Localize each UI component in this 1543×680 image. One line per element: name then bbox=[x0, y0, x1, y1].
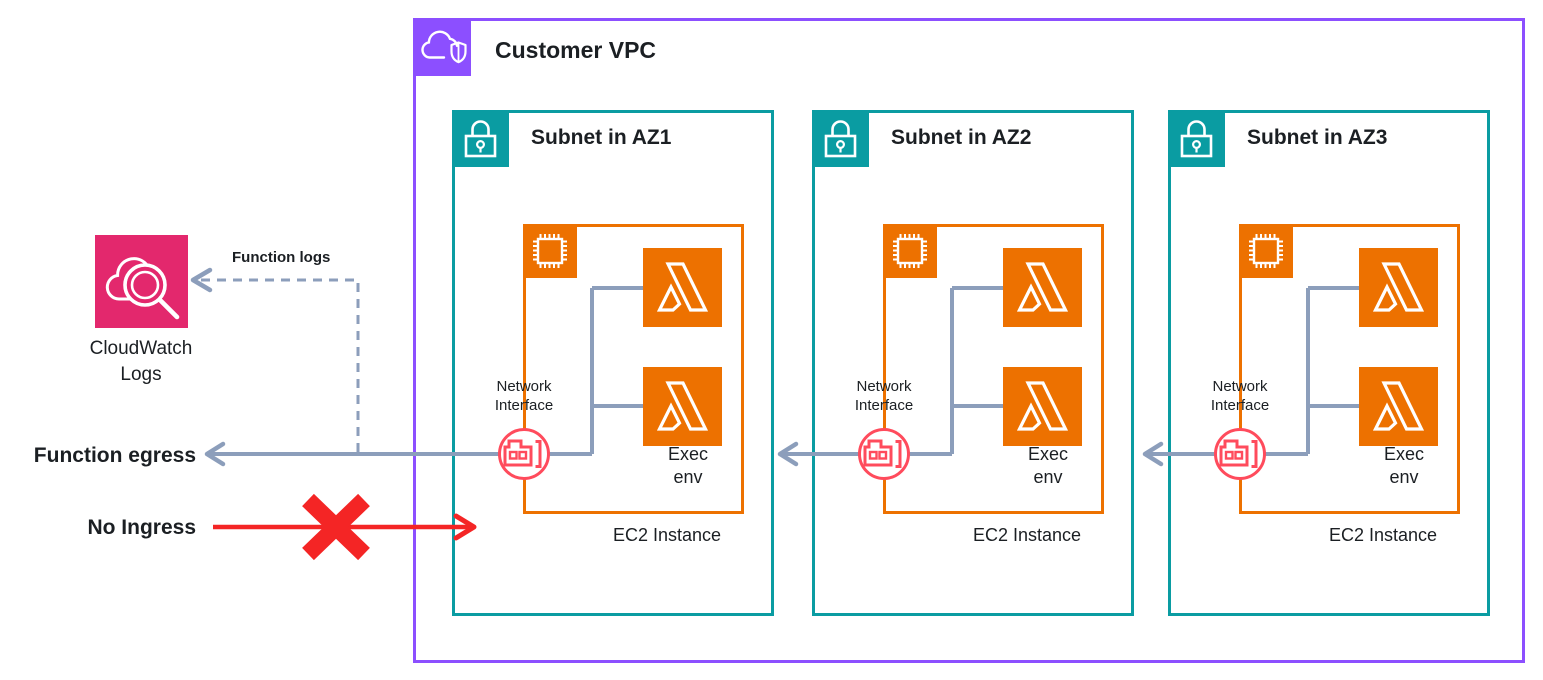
exec-env-line1: Exec bbox=[667, 444, 709, 464]
cloudwatch-label-line2: Logs bbox=[120, 364, 162, 385]
network-interface-label: Network Interface bbox=[464, 377, 584, 415]
function-egress-label: Function egress bbox=[33, 444, 196, 467]
lambda-glyph bbox=[656, 381, 709, 431]
processor-chip-glyph bbox=[893, 234, 927, 268]
ec2-chip-icon bbox=[523, 224, 577, 278]
cloud-with-magnifier-icon bbox=[105, 257, 180, 320]
ec2-instance-label: EC2 Instance bbox=[612, 525, 722, 545]
network-interface-label: Network Interface bbox=[824, 377, 944, 415]
network-interface-label-line1: Network bbox=[1212, 378, 1268, 395]
padlock-glyph bbox=[1180, 120, 1213, 158]
lambda-glyph bbox=[656, 262, 709, 312]
lambda-glyph bbox=[1372, 262, 1425, 312]
lambda-function-icon bbox=[643, 367, 722, 446]
subnet-title: Subnet in AZ3 bbox=[1247, 126, 1388, 149]
lambda-function-icon bbox=[1359, 248, 1438, 327]
network-card-bracket-glyph bbox=[863, 439, 902, 468]
lambda-function-icon bbox=[1003, 367, 1082, 446]
network-interface-label-line1: Network bbox=[856, 378, 912, 395]
function-egress-arrowhead bbox=[204, 441, 226, 467]
network-interface-label-line2: Interface bbox=[1210, 397, 1270, 414]
cloudwatch-logs-label: CloudWatch Logs bbox=[51, 336, 231, 388]
subnet-title: Subnet in AZ2 bbox=[891, 126, 1032, 149]
lambda-glyph bbox=[1372, 381, 1425, 431]
network-interface-label-line2: Interface bbox=[854, 397, 914, 414]
cloudwatch-label-line1: CloudWatch bbox=[89, 338, 193, 359]
exec-env-label: Exec env bbox=[998, 443, 1098, 489]
padlock-glyph bbox=[824, 120, 857, 158]
exec-env-label: Exec env bbox=[1354, 443, 1454, 489]
lambda-glyph bbox=[1016, 262, 1069, 312]
function-logs-label: Function logs bbox=[232, 249, 331, 266]
processor-chip-glyph bbox=[533, 234, 567, 268]
lambda-function-icon bbox=[1003, 248, 1082, 327]
ec2-instance-label: EC2 Instance bbox=[972, 525, 1082, 545]
cloud-shield-glyph bbox=[421, 30, 467, 64]
padlock-glyph bbox=[464, 120, 497, 158]
lambda-function-icon bbox=[643, 248, 722, 327]
network-interface-icon bbox=[498, 428, 550, 480]
exec-env-line2: env bbox=[1033, 467, 1063, 487]
private-subnet-lock-icon bbox=[1168, 110, 1225, 167]
exec-env-line2: env bbox=[673, 467, 703, 487]
network-interface-icon bbox=[858, 428, 910, 480]
subnet-title: Subnet in AZ1 bbox=[531, 126, 672, 149]
network-interface-icon bbox=[1214, 428, 1266, 480]
exec-env-line1: Exec bbox=[1383, 444, 1425, 464]
function-logs-arrowhead bbox=[190, 267, 213, 293]
subnet-az1-box: Subnet in AZ1 bbox=[452, 110, 774, 616]
network-interface-label: Network Interface bbox=[1180, 377, 1300, 415]
subnet-az3-box: Subnet in AZ3 bbox=[1168, 110, 1490, 616]
network-interface-label-line2: Interface bbox=[494, 397, 554, 414]
cloudwatch-logs-icon bbox=[95, 235, 188, 328]
network-interface-label-line1: Network bbox=[496, 378, 552, 395]
ec2-chip-icon bbox=[1239, 224, 1293, 278]
ec2-chip-icon bbox=[883, 224, 937, 278]
vpc-title: Customer VPC bbox=[495, 37, 657, 63]
no-ingress-label: No Ingress bbox=[87, 516, 196, 539]
lambda-glyph bbox=[1016, 381, 1069, 431]
private-subnet-lock-icon bbox=[452, 110, 509, 167]
exec-env-label: Exec env bbox=[638, 443, 738, 489]
network-card-bracket-glyph bbox=[503, 439, 542, 468]
processor-chip-glyph bbox=[1249, 234, 1283, 268]
lambda-function-icon bbox=[1359, 367, 1438, 446]
network-card-bracket-glyph bbox=[1219, 439, 1258, 468]
red-x-icon bbox=[302, 493, 370, 561]
private-subnet-lock-icon bbox=[812, 110, 869, 167]
exec-env-line1: Exec bbox=[1027, 444, 1069, 464]
subnet-az2-box: Subnet in AZ2 bbox=[812, 110, 1134, 616]
exec-env-line2: env bbox=[1389, 467, 1419, 487]
vpc-cloud-shield-icon bbox=[413, 18, 471, 76]
ec2-instance-label: EC2 Instance bbox=[1328, 525, 1438, 545]
